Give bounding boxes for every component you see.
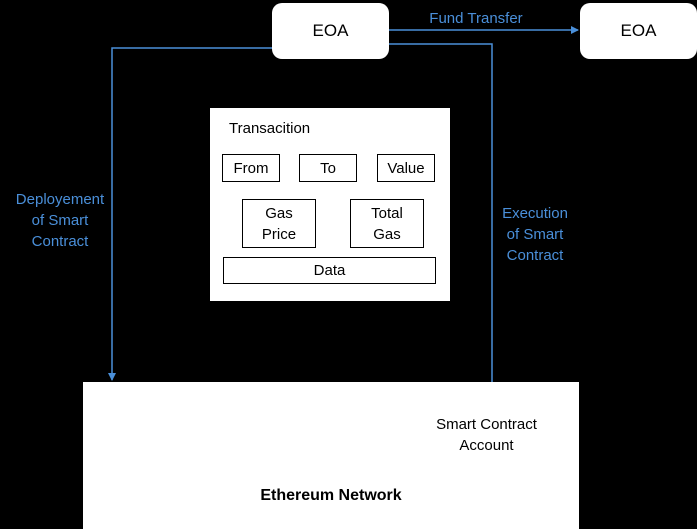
deployment-arrow <box>108 47 272 381</box>
total-gas-field: Total Gas <box>350 199 424 248</box>
gas-price-field: Gas Price <box>242 199 316 248</box>
transaction-title: Transacition <box>229 120 311 137</box>
transaction-panel: Transacition From To Value Gas Price Tot… <box>210 108 450 301</box>
ethereum-network-label: Ethereum Network <box>260 487 402 504</box>
execution-label: Execution of Smart Contract <box>502 205 568 264</box>
total-gas-field-label: Total Gas <box>371 204 403 243</box>
value-field: Value <box>377 154 435 182</box>
data-field-label: Data <box>313 262 346 279</box>
ethereum-network-panel: Ethereum Network <box>83 382 579 529</box>
gas-price-field-label: Gas Price <box>261 204 297 243</box>
eoa-receiver: EOA <box>580 3 697 59</box>
deployment-label: Deployement of Smart Contract <box>15 191 105 250</box>
eoa-receiver-label: EOA <box>620 21 657 40</box>
execution-arrow <box>389 43 496 395</box>
eoa-sender: EOA <box>272 3 389 59</box>
eoa-sender-label: EOA <box>312 21 349 40</box>
to-field: To <box>299 154 357 182</box>
data-field: Data <box>223 257 436 284</box>
to-field-label: To <box>320 159 336 177</box>
fund-transfer-label: Fund Transfer <box>429 10 523 27</box>
from-field: From <box>222 154 280 182</box>
value-field-label: Value <box>387 159 425 177</box>
smart-contract-account-label: Smart Contract Account <box>436 416 537 454</box>
from-field-label: From <box>233 159 269 177</box>
